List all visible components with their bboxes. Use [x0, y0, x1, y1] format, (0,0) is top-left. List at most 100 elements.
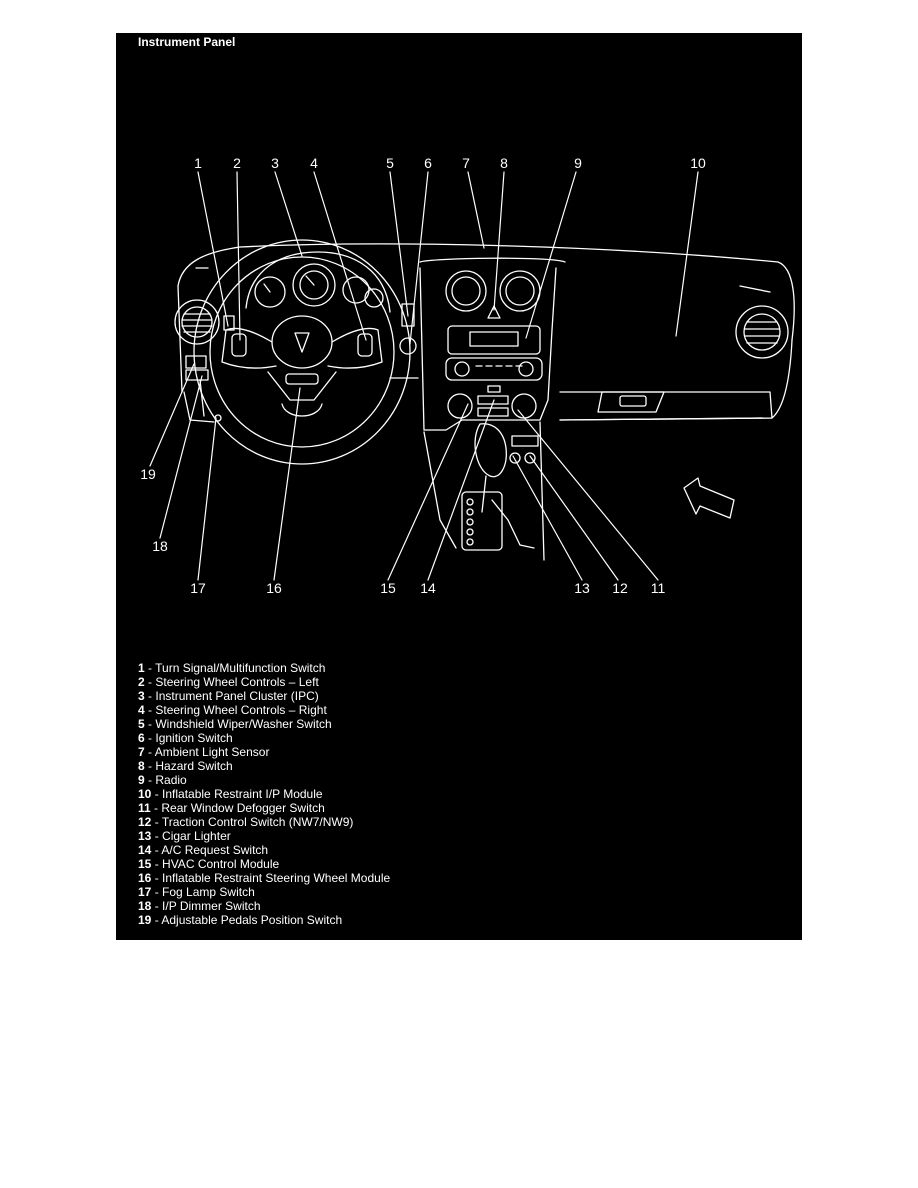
- legend-text: HVAC Control Module: [162, 857, 280, 871]
- legend-item: 2 - Steering Wheel Controls – Left: [138, 675, 390, 689]
- legend-item: 15 - HVAC Control Module: [138, 857, 390, 871]
- instrument-cluster: [245, 251, 391, 313]
- legend-number: 12: [138, 815, 152, 829]
- callout-11: 11: [651, 580, 666, 596]
- legend-item: 6 - Ignition Switch: [138, 731, 390, 745]
- legend-text: Instrument Panel Cluster (IPC): [155, 689, 319, 703]
- callout-16: 16: [266, 580, 282, 596]
- instrument-panel-diagram: 1 2 3 4 5 6 7 8 9 10 11 12 13 14 15 16 1…: [140, 155, 795, 596]
- legend-number: 5: [138, 717, 145, 731]
- legend-separator: -: [144, 745, 155, 759]
- legend-text: I/P Dimmer Switch: [162, 899, 261, 913]
- legend-item: 13 - Cigar Lighter: [138, 829, 390, 843]
- left-switch-area: [185, 315, 235, 422]
- legend-number: 16: [138, 871, 152, 885]
- callout-4: 4: [310, 155, 318, 171]
- legend-text: Adjustable Pedals Position Switch: [161, 913, 343, 927]
- legend-item: 4 - Steering Wheel Controls – Right: [138, 703, 390, 717]
- ignition-area: [389, 303, 419, 379]
- legend-item: 17 - Fog Lamp Switch: [138, 885, 390, 899]
- legend-text: Radio: [155, 773, 187, 787]
- legend-item: 9 - Radio: [138, 773, 390, 787]
- legend-separator: -: [151, 843, 162, 857]
- callout-13: 13: [574, 580, 590, 596]
- callout-15: 15: [380, 580, 396, 596]
- legend-separator: -: [144, 731, 156, 745]
- steering-wheel: [193, 239, 411, 465]
- right-air-vent: [735, 305, 789, 359]
- legend-separator: -: [150, 801, 162, 815]
- legend-item: 7 - Ambient Light Sensor: [138, 745, 390, 759]
- legend-number: 8: [138, 759, 145, 773]
- callout-6: 6: [424, 155, 432, 171]
- legend-text: Steering Wheel Controls – Right: [155, 703, 327, 717]
- legend-item: 10 - Inflatable Restraint I/P Module: [138, 787, 390, 801]
- legend-text: Cigar Lighter: [162, 829, 231, 843]
- legend-separator: -: [151, 871, 163, 885]
- legend-item: 11 - Rear Window Defogger Switch: [138, 801, 390, 815]
- legend-separator: -: [144, 689, 156, 703]
- legend-text: Traction Control Switch (NW7/NW9): [161, 815, 354, 829]
- legend-number: 17: [138, 885, 152, 899]
- callout-10: 10: [690, 155, 706, 171]
- legend-text: Hazard Switch: [155, 759, 233, 773]
- legend-item: 14 - A/C Request Switch: [138, 843, 390, 857]
- legend-separator: -: [151, 815, 162, 829]
- legend-text: Turn Signal/Multifunction Switch: [155, 661, 326, 675]
- callout-7: 7: [462, 155, 470, 171]
- legend-separator: -: [151, 913, 162, 927]
- legend-text: Steering Wheel Controls – Left: [155, 675, 319, 689]
- legend-separator: -: [151, 899, 163, 913]
- callout-2: 2: [233, 155, 241, 171]
- center-stack: [419, 267, 557, 431]
- legend-number: 3: [138, 689, 145, 703]
- callout-12: 12: [612, 580, 628, 596]
- legend-separator: -: [144, 661, 156, 675]
- legend-number: 13: [138, 829, 152, 843]
- callout-9: 9: [574, 155, 582, 171]
- callout-5: 5: [386, 155, 394, 171]
- callout-17: 17: [190, 580, 206, 596]
- legend-text: Inflatable Restraint I/P Module: [162, 787, 323, 801]
- legend-text: A/C Request Switch: [161, 843, 269, 857]
- legend-item: 1 - Turn Signal/Multifunction Switch: [138, 661, 390, 675]
- legend-separator: -: [151, 857, 163, 871]
- legend-number: 2: [138, 675, 145, 689]
- callout-14: 14: [420, 580, 436, 596]
- dashboard-outline: [177, 243, 795, 423]
- callout-8: 8: [500, 155, 508, 171]
- page-title: Instrument Panel: [138, 35, 236, 49]
- legend-number: 4: [138, 703, 145, 717]
- legend-item: 18 - I/P Dimmer Switch: [138, 899, 390, 913]
- legend-item: 5 - Windshield Wiper/Washer Switch: [138, 717, 390, 731]
- legend-list: 1 - Turn Signal/Multifunction Switch 2 -…: [138, 661, 390, 927]
- callout-1: 1: [194, 155, 202, 171]
- legend-separator: -: [151, 885, 163, 899]
- legend-item: 16 - Inflatable Restraint Steering Wheel…: [138, 871, 390, 885]
- legend-separator: -: [144, 717, 156, 731]
- legend-text: Ignition Switch: [155, 731, 233, 745]
- orientation-arrow: [683, 477, 735, 519]
- legend-number: 1: [138, 661, 145, 675]
- legend-separator: -: [144, 773, 156, 787]
- legend-separator: -: [144, 675, 156, 689]
- legend-text: Rear Window Defogger Switch: [161, 801, 325, 815]
- legend-separator: -: [144, 759, 156, 773]
- diagram-panel: Instrument Panel: [116, 33, 802, 940]
- legend-number: 11: [138, 801, 151, 815]
- legend-number: 7: [138, 745, 145, 759]
- left-air-vent: [174, 299, 220, 345]
- callout-18: 18: [152, 538, 168, 554]
- legend-number: 18: [138, 899, 152, 913]
- legend-item: 3 - Instrument Panel Cluster (IPC): [138, 689, 390, 703]
- legend-number: 15: [138, 857, 152, 871]
- center-console: [423, 421, 545, 561]
- legend-item: 12 - Traction Control Switch (NW7/NW9): [138, 815, 390, 829]
- leader-lines: [149, 171, 699, 581]
- legend-item: 19 - Adjustable Pedals Position Switch: [138, 913, 390, 927]
- legend-number: 6: [138, 731, 145, 745]
- legend-separator: -: [144, 703, 156, 717]
- legend-number: 10: [138, 787, 152, 801]
- legend-text: Inflatable Restraint Steering Wheel Modu…: [162, 871, 391, 885]
- legend-separator: -: [151, 787, 163, 801]
